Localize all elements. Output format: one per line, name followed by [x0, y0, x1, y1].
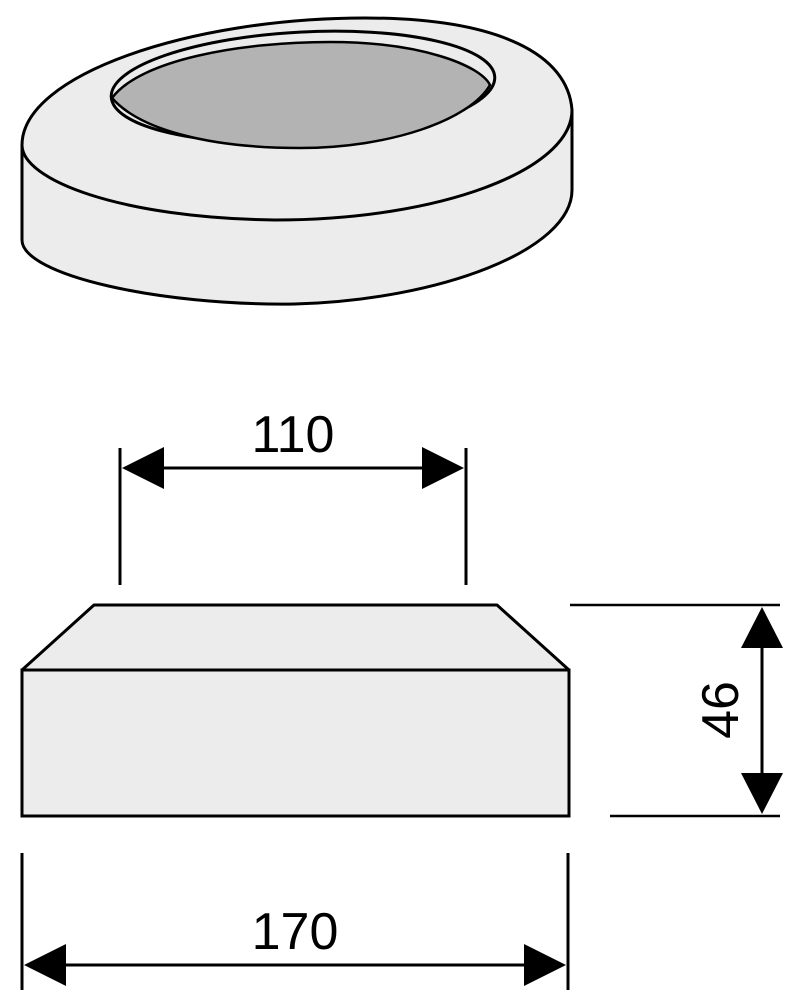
arrowhead-right — [422, 447, 464, 489]
outer-width-label: 170 — [252, 903, 339, 961]
arrowhead-left-bottom — [24, 944, 66, 986]
ring-3d-view — [20, 16, 574, 306]
ring-section-view — [20, 603, 571, 818]
arrowhead-top — [741, 607, 783, 648]
arrowhead-bottom — [741, 773, 783, 814]
dimension-height: 46 — [570, 603, 783, 818]
dimension-outer-width: 170 — [20, 853, 570, 990]
arrowhead-right-bottom — [524, 944, 566, 986]
dimension-inner-width: 110 — [118, 406, 468, 585]
section-body — [20, 668, 571, 818]
arrowhead-left — [122, 447, 164, 489]
height-label: 46 — [692, 681, 750, 739]
ring-top-edge — [20, 109, 574, 222]
section-chamfer-top — [20, 603, 571, 672]
inner-width-label: 110 — [252, 406, 335, 464]
ring-inner-bore — [110, 40, 492, 150]
